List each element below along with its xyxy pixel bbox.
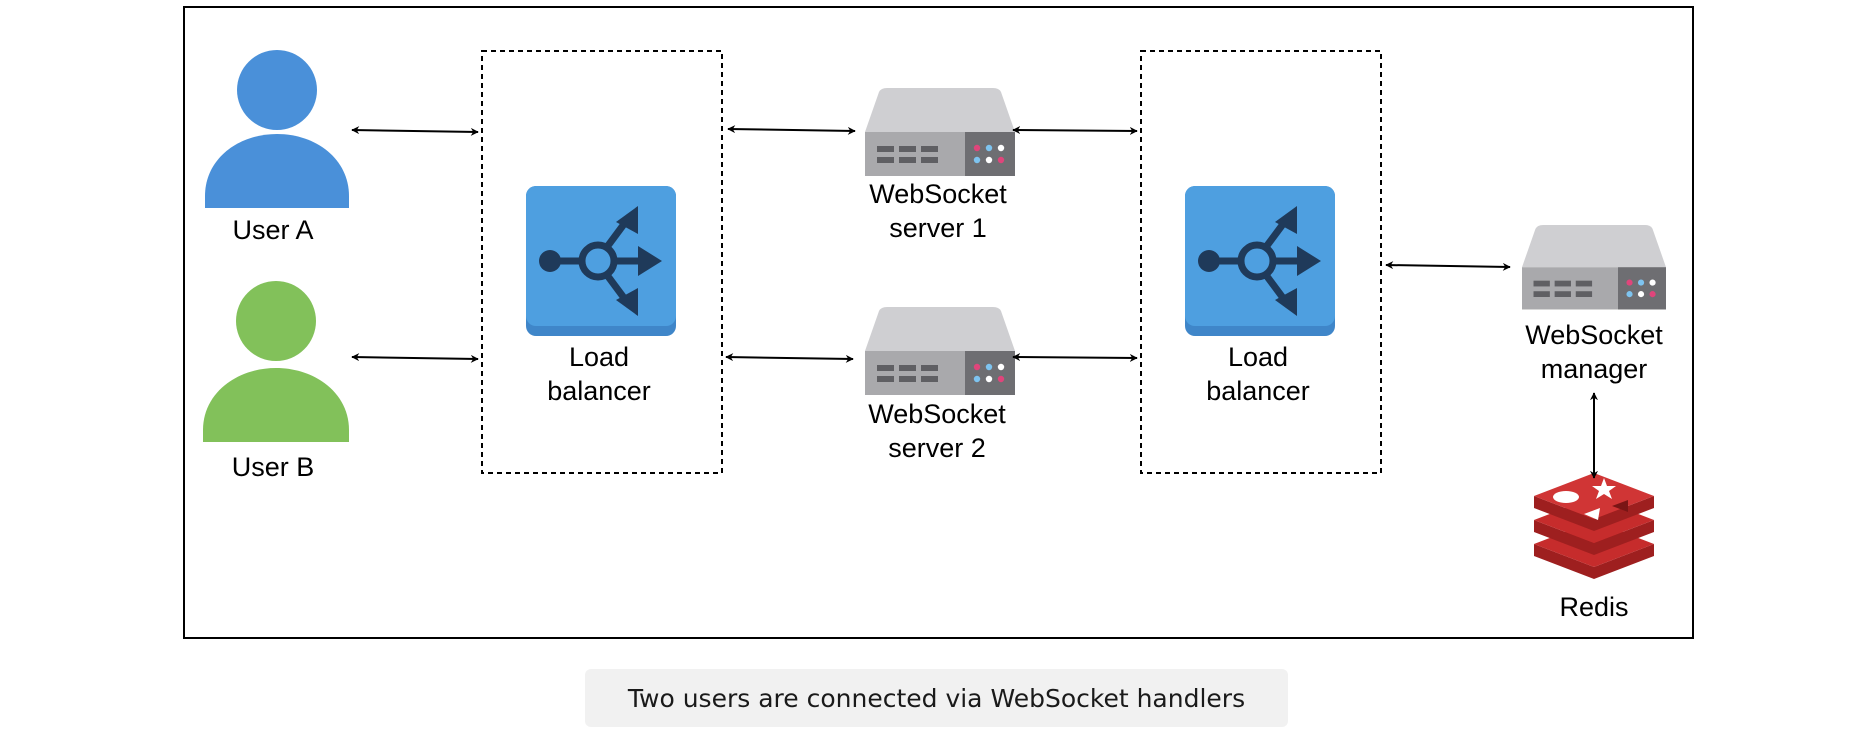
ws-manager-label-line2: manager [1541, 354, 1648, 384]
load-balancer-1-label-line2: balancer [547, 376, 651, 406]
server-icon [865, 307, 1015, 395]
load-balancer-2-label-line2: balancer [1206, 376, 1310, 406]
ws-server-1-node: WebSocket server 1 [865, 88, 1015, 243]
load-balancer-icon [1185, 186, 1335, 336]
diagram-frame [183, 6, 1694, 639]
edge-lb2-manager [1385, 261, 1511, 271]
edge-lb1-server2 [725, 353, 854, 363]
user-a-node: User A [205, 50, 349, 245]
diagram-caption: Two users are connected via WebSocket ha… [585, 669, 1288, 727]
ws-server-2-label-line1: WebSocket [868, 399, 1006, 429]
load-balancer-1-node: Load balancer [526, 186, 676, 406]
user-b-icon [203, 281, 349, 442]
edge-server2-lb2 [1012, 353, 1138, 362]
redis-icon [1534, 473, 1654, 579]
load-balancer-2-node: Load balancer [1185, 186, 1335, 406]
edge-server1-lb2 [1012, 126, 1138, 135]
load-balancer-2-group [1140, 50, 1382, 474]
ws-manager-label-line1: WebSocket [1525, 320, 1663, 350]
ws-server-1-label-line1: WebSocket [869, 179, 1007, 209]
ws-server-2-label-line2: server 2 [888, 433, 986, 463]
ws-manager-node: WebSocket manager [1522, 225, 1666, 384]
load-balancer-1-label-line1: Load [569, 342, 629, 372]
edge-lb1-server1 [727, 125, 856, 135]
redis-node: Redis [1534, 473, 1654, 622]
redis-label: Redis [1559, 592, 1628, 622]
user-b-node: User B [203, 281, 349, 482]
ws-server-1-label-line2: server 1 [889, 213, 987, 243]
connectors [351, 125, 1598, 479]
ws-server-2-node: WebSocket server 2 [865, 307, 1015, 463]
server-icon [865, 88, 1015, 176]
load-balancer-2-label-line1: Load [1228, 342, 1288, 372]
edge-user-a-lb1 [351, 126, 479, 136]
user-a-label: User A [232, 215, 313, 245]
load-balancer-1-group [481, 50, 723, 474]
user-b-label: User B [232, 452, 315, 482]
server-icon [1522, 225, 1666, 310]
edge-user-b-lb1 [351, 353, 479, 363]
user-a-icon [205, 50, 349, 208]
load-balancer-icon [526, 186, 676, 336]
